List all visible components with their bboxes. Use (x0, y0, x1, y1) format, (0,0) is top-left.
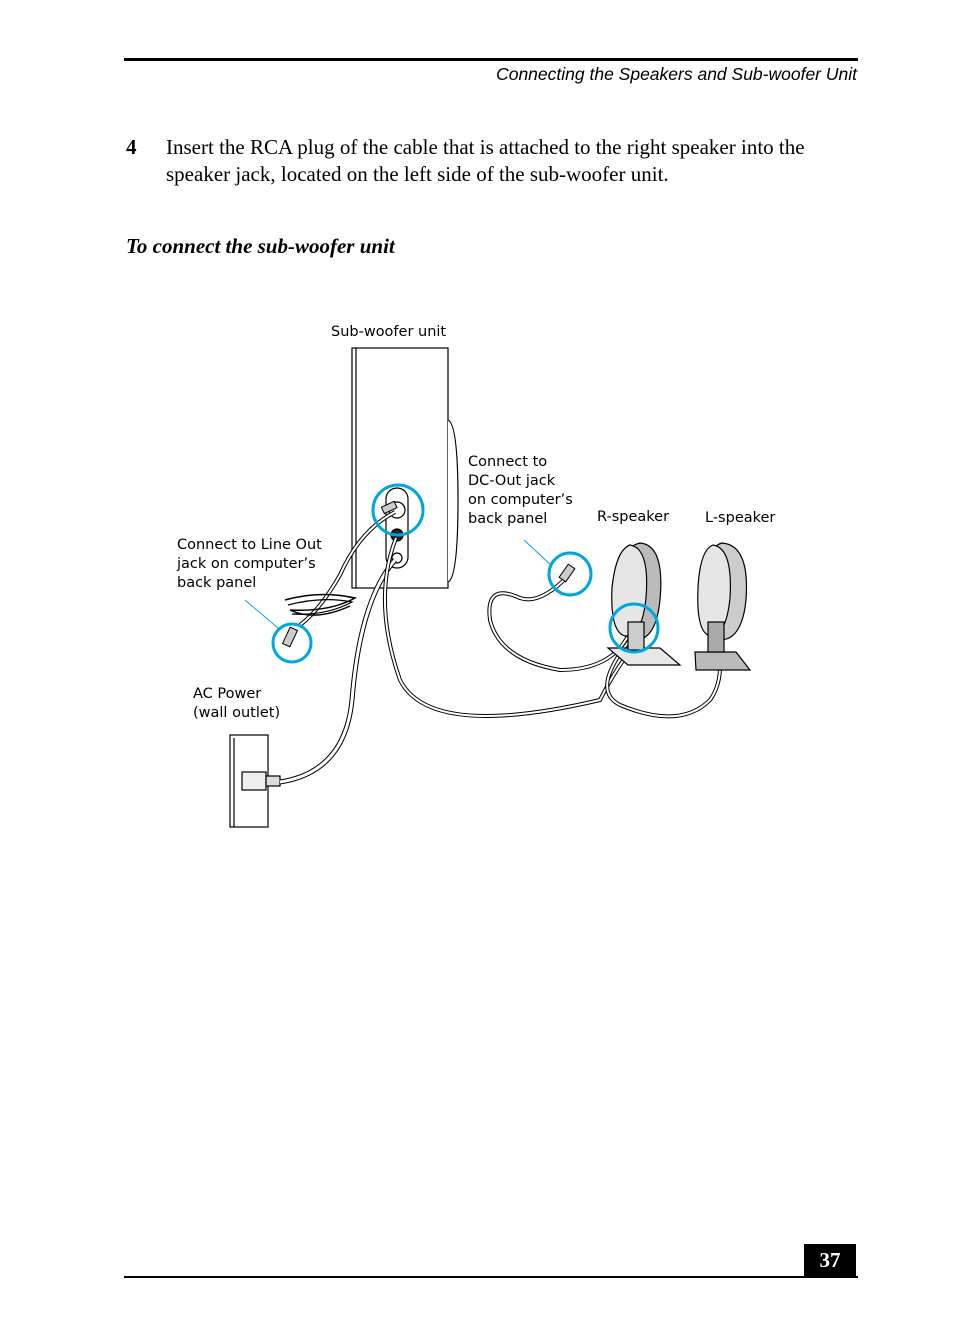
header-rule (124, 58, 858, 61)
step-number: 4 (126, 135, 137, 159)
subwoofer-label: Sub-woofer unit (331, 324, 447, 340)
r-speaker-illustration (606, 542, 682, 666)
r-speaker-label: R-speaker (597, 509, 670, 525)
subwoofer-jack-highlight (371, 483, 425, 537)
line-out-plug-highlight (271, 622, 313, 664)
l-speaker-illustration (694, 542, 752, 671)
step-text: Insert the RCA plug of the cable that is… (166, 135, 805, 186)
highlight-circles (271, 483, 660, 664)
footer-rule (124, 1276, 858, 1278)
plugs (281, 500, 576, 648)
line-out-label: Connect to Line Out jack on computer’s b… (177, 537, 322, 591)
wall-outlet-illustration (229, 734, 281, 828)
page-number: 37 (804, 1244, 856, 1277)
cables (279, 510, 723, 785)
section-heading: To connect the sub-woofer unit (126, 234, 395, 258)
running-header: Connecting the Speakers and Sub-woofer U… (496, 64, 857, 84)
r-speaker-connector-highlight (608, 602, 660, 654)
l-speaker-label: L-speaker (705, 510, 776, 526)
dc-out-plug-highlight (547, 551, 593, 597)
ac-power-label: AC Power (wall outlet) (193, 686, 281, 721)
callout-lines (244, 539, 553, 629)
dc-out-label: Connect to DC-Out jack on computer’s bac… (468, 454, 573, 527)
subwoofer-unit-illustration (351, 347, 459, 589)
